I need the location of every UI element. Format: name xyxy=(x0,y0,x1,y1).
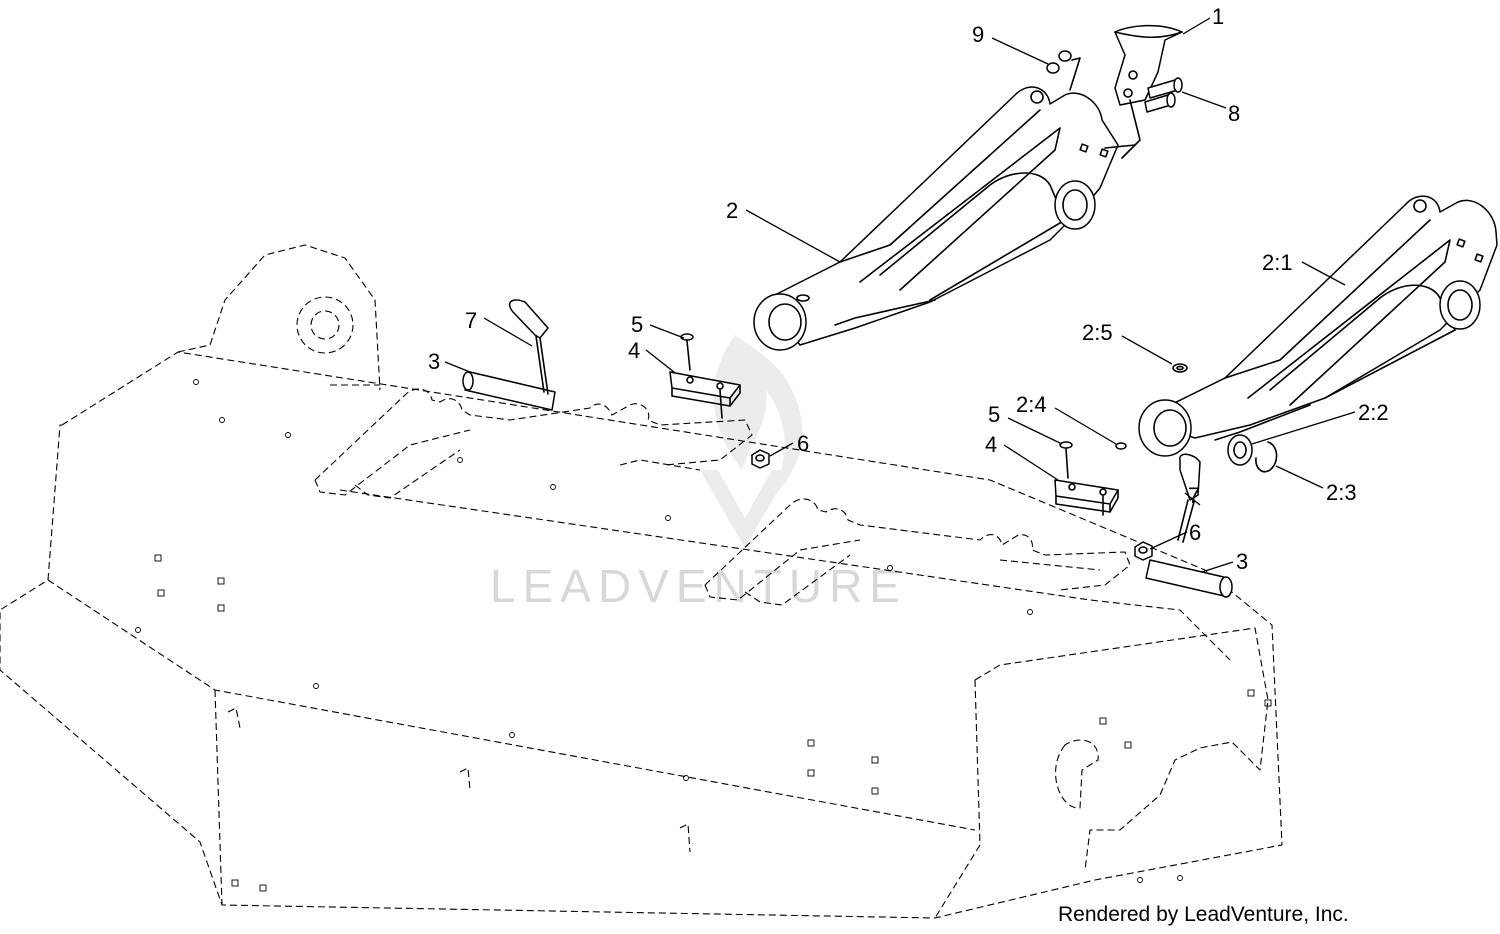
callout-2-3: 2:3 xyxy=(1326,480,1357,505)
screw-left xyxy=(680,333,694,371)
pin-right xyxy=(1145,559,1233,598)
retaining-ring xyxy=(1255,441,1278,473)
mower-deck xyxy=(0,244,1283,919)
callout-7-right: 7 xyxy=(1188,483,1200,508)
hitch-pin-left xyxy=(508,299,549,395)
callout-6-left: 6 xyxy=(797,431,809,456)
watermark-flame-icon xyxy=(713,335,803,500)
washer xyxy=(1172,363,1188,373)
pin-left xyxy=(462,371,556,411)
plate-left xyxy=(669,371,741,419)
callout-2: 2 xyxy=(726,198,738,223)
bolts xyxy=(1144,77,1183,113)
callout-4-left: 4 xyxy=(628,338,640,363)
screw-right xyxy=(1059,441,1073,479)
lift-arm-right xyxy=(1138,195,1498,457)
deck-hinge-brackets xyxy=(314,388,1131,606)
watermark-chevron-icon xyxy=(700,470,790,548)
leader-lines xyxy=(444,17,1356,573)
plate-right xyxy=(1054,479,1119,516)
bushing xyxy=(1227,434,1253,466)
callout-1: 1 xyxy=(1212,4,1224,29)
nut-left xyxy=(751,449,770,469)
callouts: 1 9 8 2 2:1 2:5 2:2 2:3 2:4 7 3 5 4 6 5 … xyxy=(428,4,1389,574)
callout-5-left: 5 xyxy=(631,312,643,337)
pivot-bushing xyxy=(1046,50,1081,91)
callout-9: 9 xyxy=(972,22,984,47)
nut-right xyxy=(1134,541,1153,561)
callout-2-5: 2:5 xyxy=(1082,320,1113,345)
lift-arm-left xyxy=(753,86,1119,351)
render-credit: Rendered by LeadVenture, Inc. xyxy=(1058,903,1349,926)
callout-4-right: 4 xyxy=(985,432,997,457)
deflector-shield xyxy=(1104,24,1183,159)
callout-5-right: 5 xyxy=(988,402,1000,427)
callout-2-1: 2:1 xyxy=(1262,250,1293,275)
callout-2-4: 2:4 xyxy=(1016,392,1047,417)
callout-3-right: 3 xyxy=(1236,549,1248,574)
callout-7-left: 7 xyxy=(465,308,477,333)
grease-fitting xyxy=(1115,442,1127,450)
callout-2-2: 2:2 xyxy=(1358,400,1389,425)
callout-8: 8 xyxy=(1228,101,1240,126)
watermark-text: LEADVENTURE xyxy=(490,560,907,612)
callout-6-right: 6 xyxy=(1189,520,1201,545)
callout-3-left: 3 xyxy=(428,349,440,374)
